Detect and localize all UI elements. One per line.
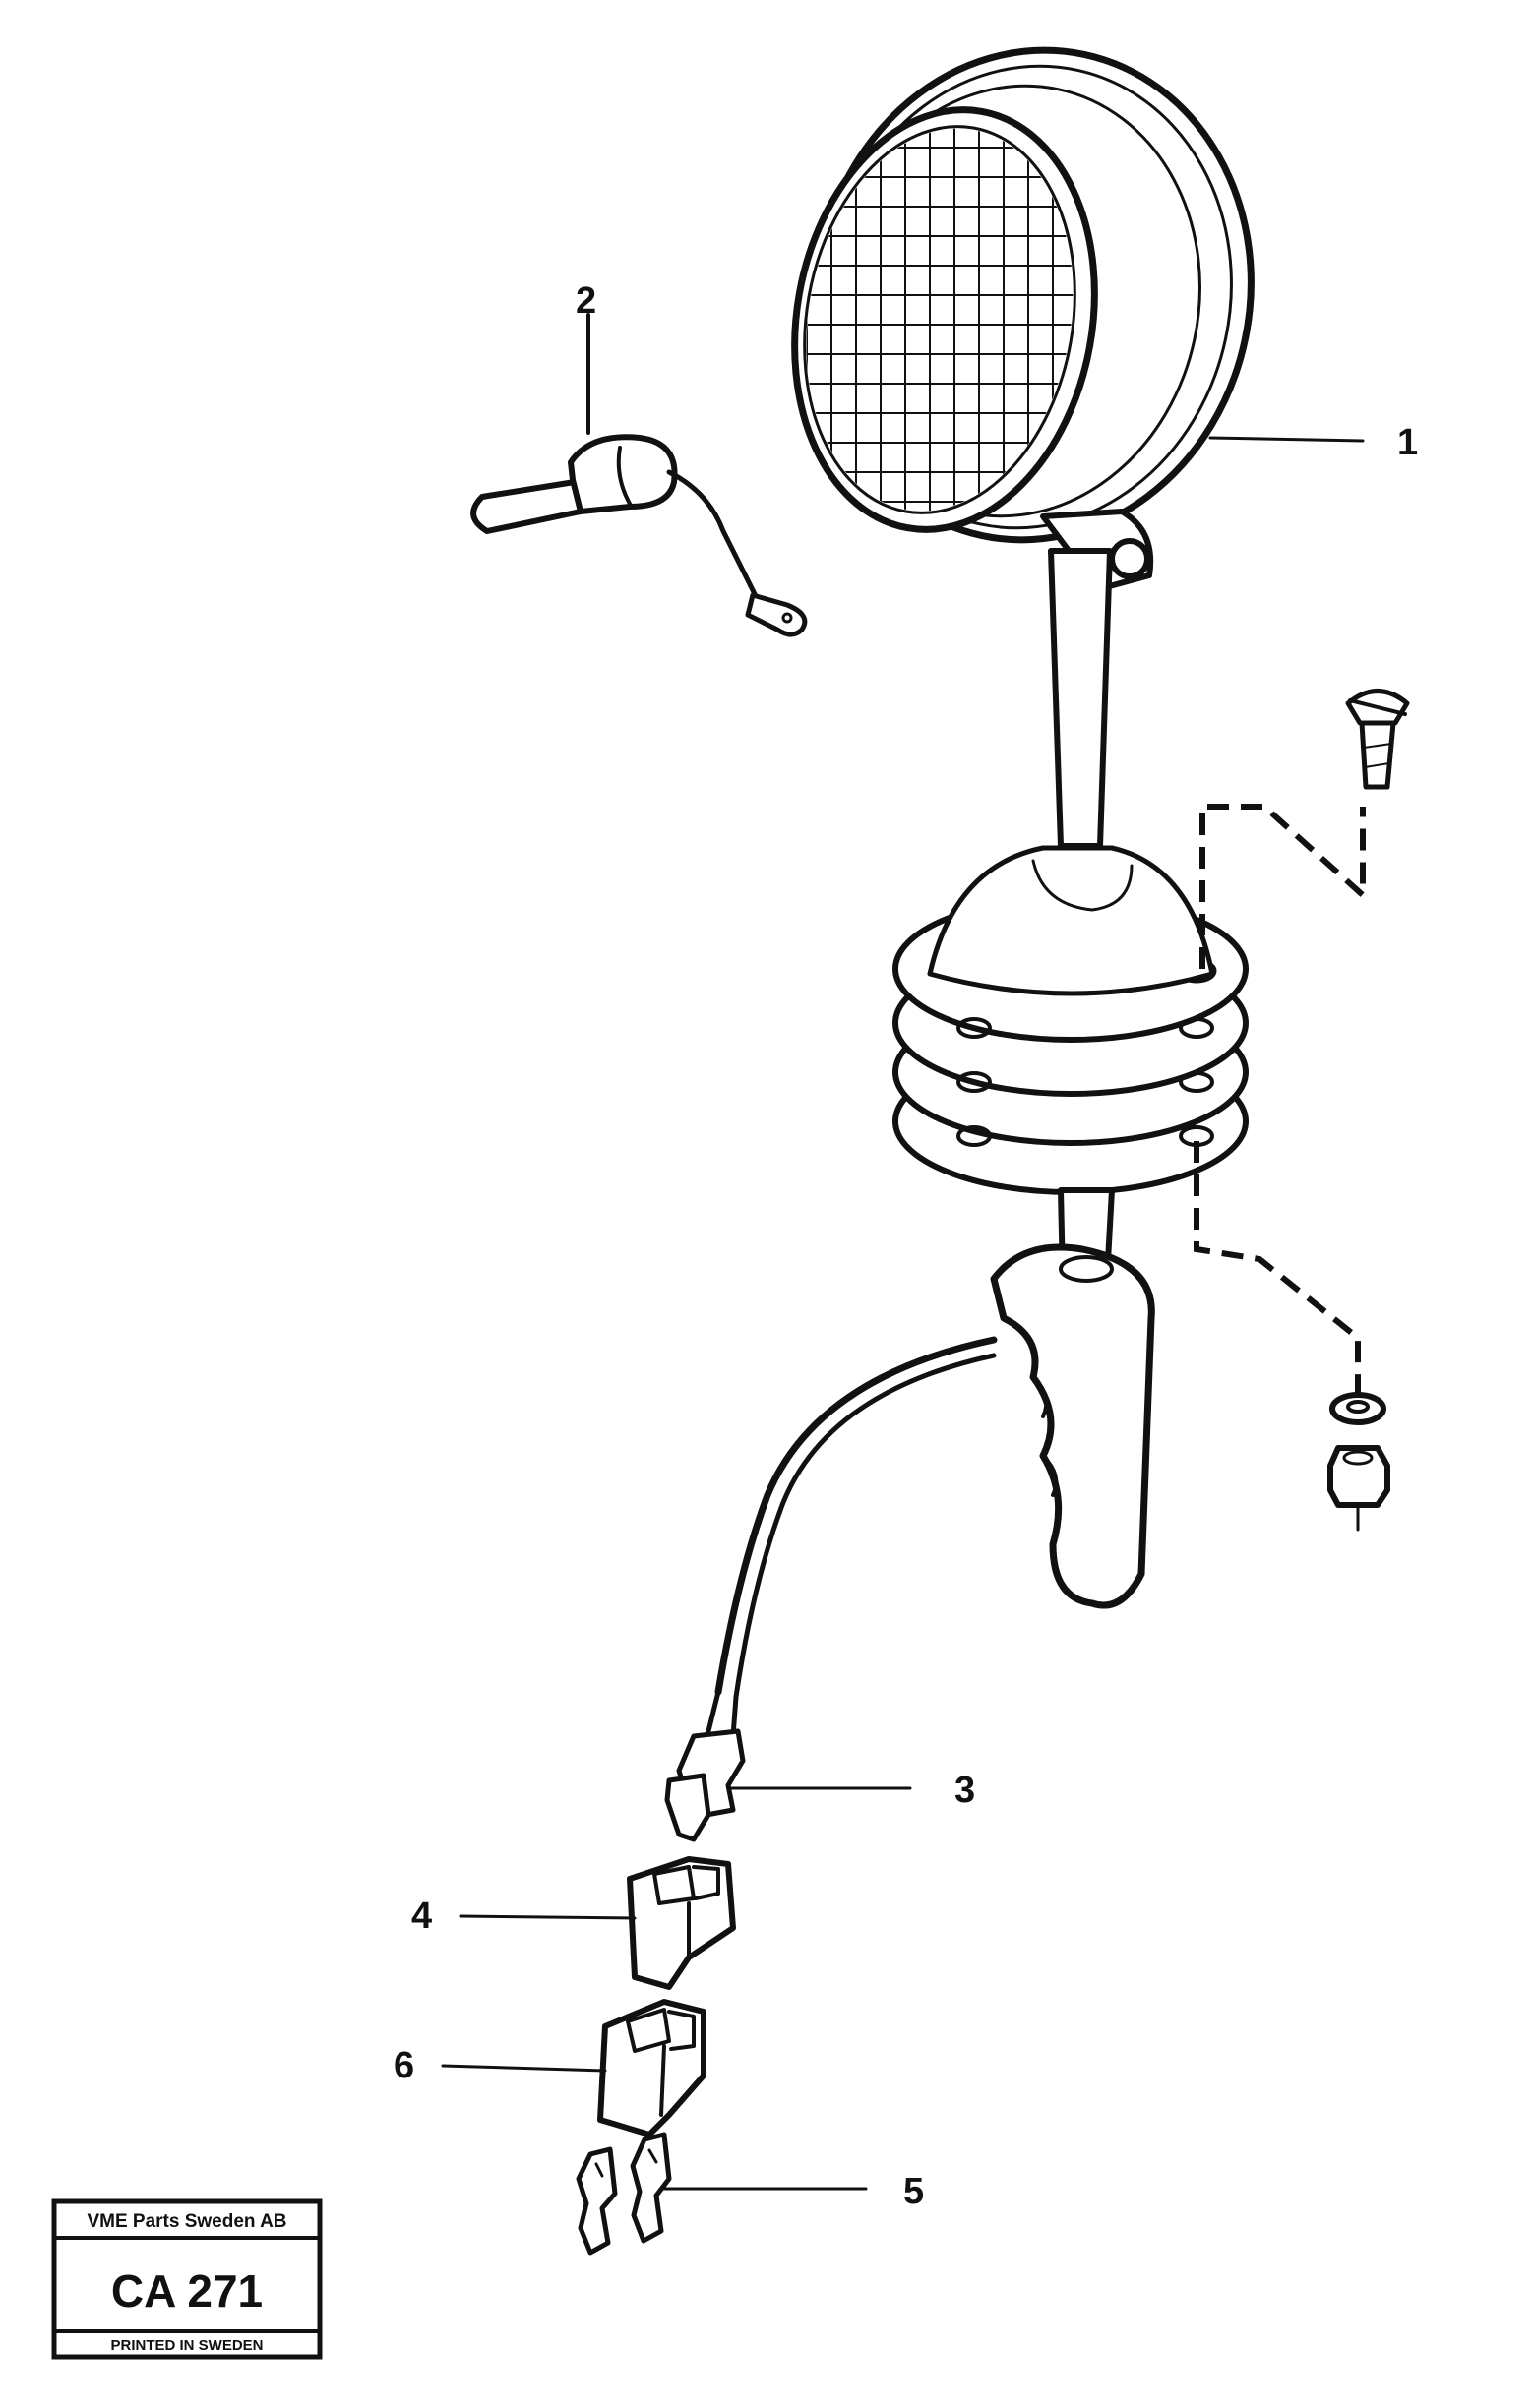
- nut: [1327, 1445, 1390, 1532]
- lamp-handle: [714, 1187, 1155, 1700]
- stamp-company: VME Parts Sweden AB: [87, 2211, 286, 2232]
- bulb-holder: [470, 313, 808, 637]
- callout-3: 3: [954, 1770, 975, 1811]
- stamp-footer: PRINTED IN SWEDEN: [110, 2337, 263, 2354]
- callout-1: 1: [1397, 422, 1418, 463]
- flat-terminals: [576, 2132, 672, 2256]
- connector-housing-female: [627, 1856, 736, 1990]
- leader-6: [441, 2064, 607, 2073]
- screw: [1345, 689, 1410, 790]
- leader-4: [459, 1914, 637, 1920]
- work-lamp: [787, 46, 1255, 849]
- stamp-code: CA 271: [111, 2265, 263, 2317]
- callout-4: 4: [411, 1896, 432, 1937]
- callout-2: 2: [576, 280, 596, 322]
- callout-5: 5: [903, 2171, 924, 2212]
- callout-6: 6: [394, 2045, 414, 2086]
- washer: [1329, 1392, 1386, 1425]
- wire-terminal: [664, 1689, 746, 1842]
- connector-housing-male: [597, 1999, 706, 2137]
- nut-dash-line: [1194, 1141, 1361, 1397]
- stamp-box: VME Parts Sweden AB CA 271 PRINTED IN SW…: [51, 2198, 323, 2360]
- screw-dash-line: [1199, 804, 1366, 969]
- swivel-base: [892, 845, 1249, 1195]
- leader-1: [1208, 436, 1365, 443]
